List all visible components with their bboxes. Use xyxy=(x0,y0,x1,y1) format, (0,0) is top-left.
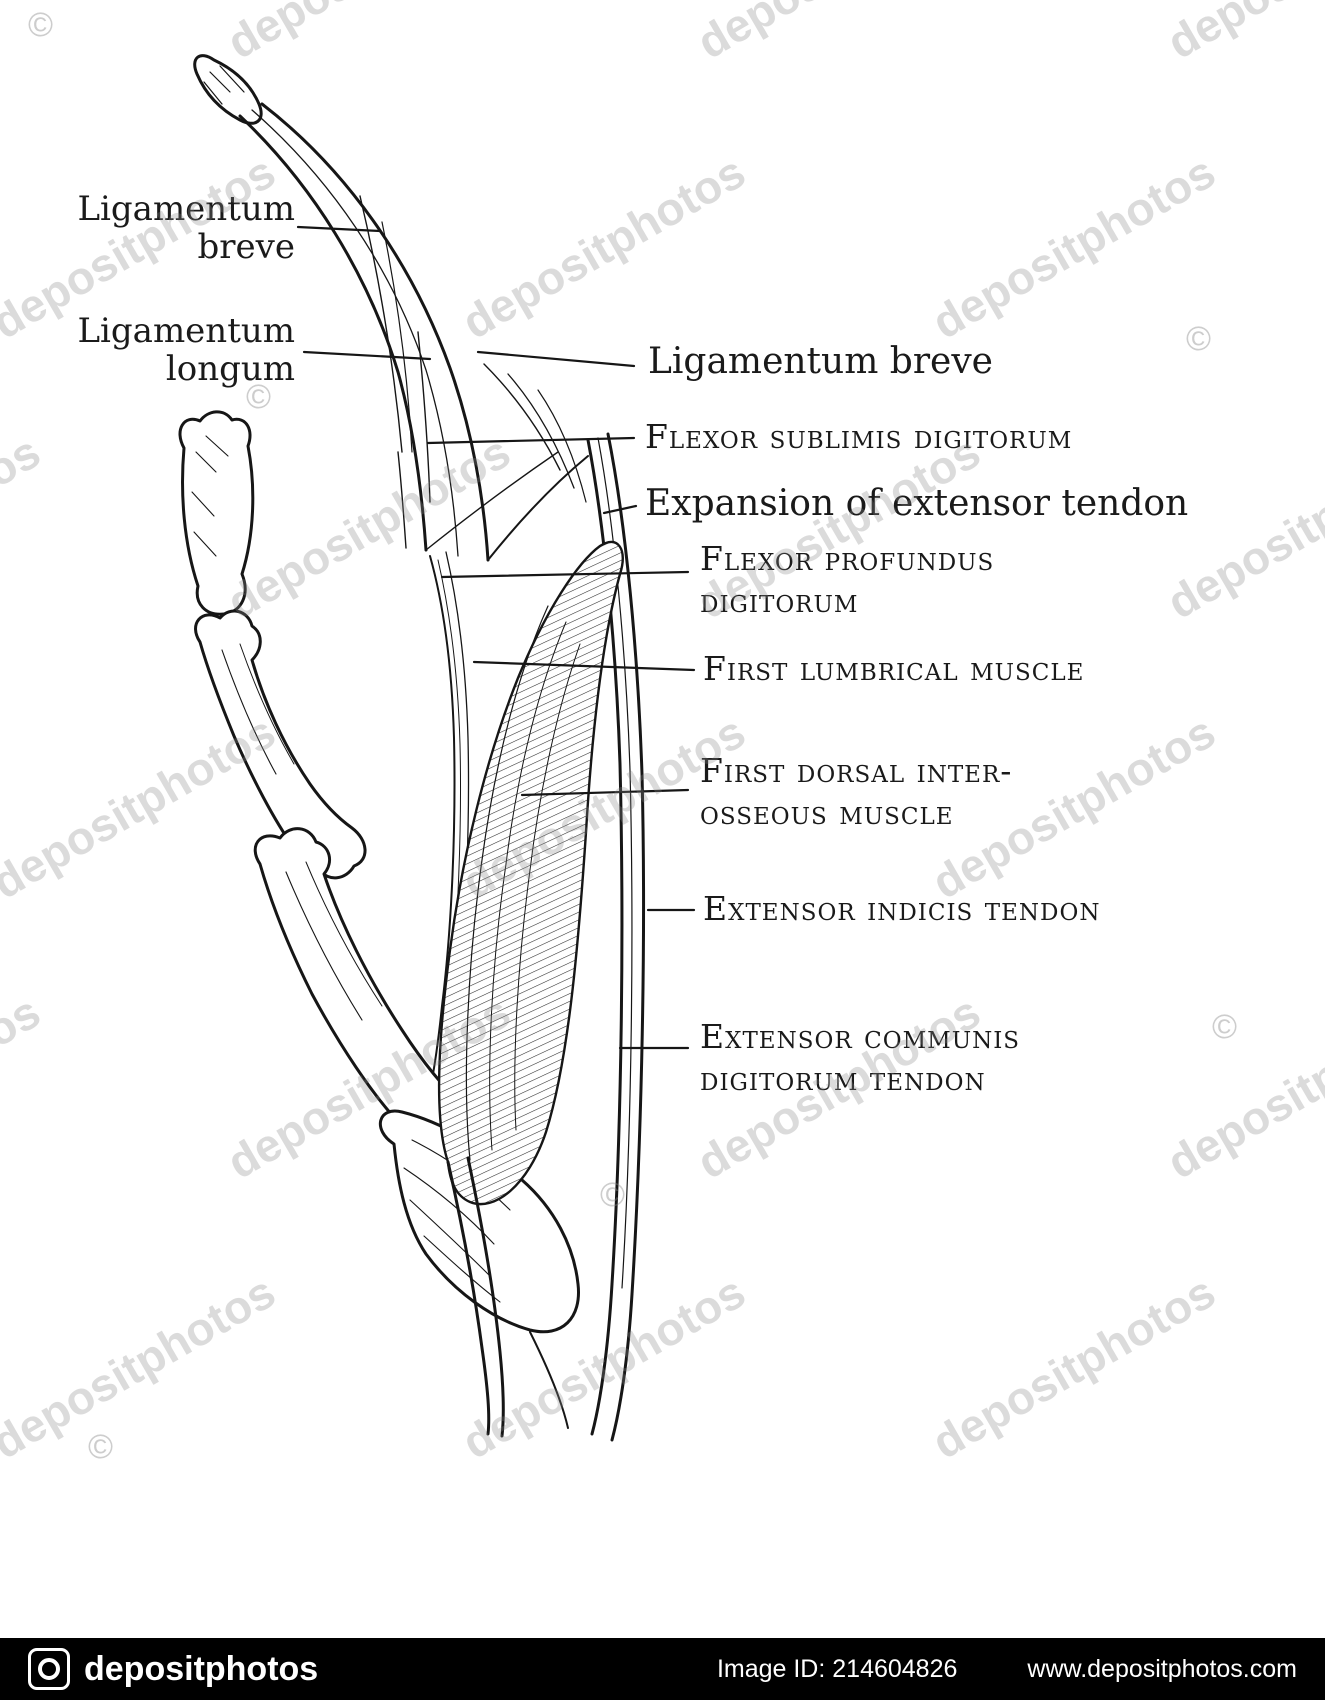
label-flexor-profundus-digitorum: Flexor profundus digitorum xyxy=(700,538,994,622)
label-ligamentum-breve-right: Ligamentum breve xyxy=(648,342,993,382)
interosseous-muscle xyxy=(437,540,624,1206)
label-line: Extensor communis xyxy=(700,1017,1021,1056)
label-ligamentum-breve-left: Ligamentum breve xyxy=(55,190,295,266)
flexor-tendons-bottom xyxy=(446,1156,569,1438)
finger-bones xyxy=(178,410,580,1334)
label-line: breve xyxy=(197,227,295,267)
footer-bar: depositphotos Image ID: 214604826 www.de… xyxy=(0,1638,1325,1700)
label-text: First lumbrical muscle xyxy=(703,649,1085,688)
label-flexor-sublimis-digitorum: Flexor sublimis digitorum xyxy=(645,416,1072,458)
label-line: longum xyxy=(165,349,295,389)
footer-meta: Image ID: 214604826 www.depositphotos.co… xyxy=(717,1655,1297,1684)
label-text: Extensor indicis tendon xyxy=(703,889,1101,928)
label-line: Flexor profundus xyxy=(700,539,995,578)
label-line: osseous muscle xyxy=(700,793,954,832)
label-line: digitorum tendon xyxy=(700,1059,986,1098)
label-line: First dorsal inter- xyxy=(700,751,1013,790)
label-extensor-communis-digitorum-tendon: Extensor communis digitorum tendon xyxy=(700,1016,1020,1100)
label-line: Ligamentum xyxy=(77,311,295,351)
brand-block: depositphotos xyxy=(28,1648,318,1690)
label-text: Expansion of extensor tendon xyxy=(645,483,1189,524)
distal-tip-bone xyxy=(193,54,263,125)
website-text: www.depositphotos.com xyxy=(1027,1654,1297,1683)
label-text: Ligamentum breve xyxy=(648,341,993,382)
top-ligament-band xyxy=(238,102,490,562)
label-ligamentum-longum: Ligamentum longum xyxy=(55,312,295,388)
brand-name: depositphotos xyxy=(84,1649,319,1688)
image-id-text: Image ID: 214604826 xyxy=(716,1654,958,1683)
label-line: Ligamentum xyxy=(77,189,295,229)
label-line: digitorum xyxy=(700,581,859,620)
label-expansion-extensor-tendon: Expansion of extensor tendon xyxy=(645,484,1188,524)
extensor-expansion xyxy=(425,363,589,561)
label-first-dorsal-interosseous-muscle: First dorsal inter- osseous muscle xyxy=(700,750,1012,834)
leader-lines xyxy=(296,225,696,1050)
label-extensor-indicis-tendon: Extensor indicis tendon xyxy=(703,888,1100,930)
label-first-lumbrical-muscle: First lumbrical muscle xyxy=(703,648,1084,690)
label-text: Flexor sublimis digitorum xyxy=(645,417,1073,456)
depositphotos-camera-logo-icon xyxy=(28,1648,70,1690)
